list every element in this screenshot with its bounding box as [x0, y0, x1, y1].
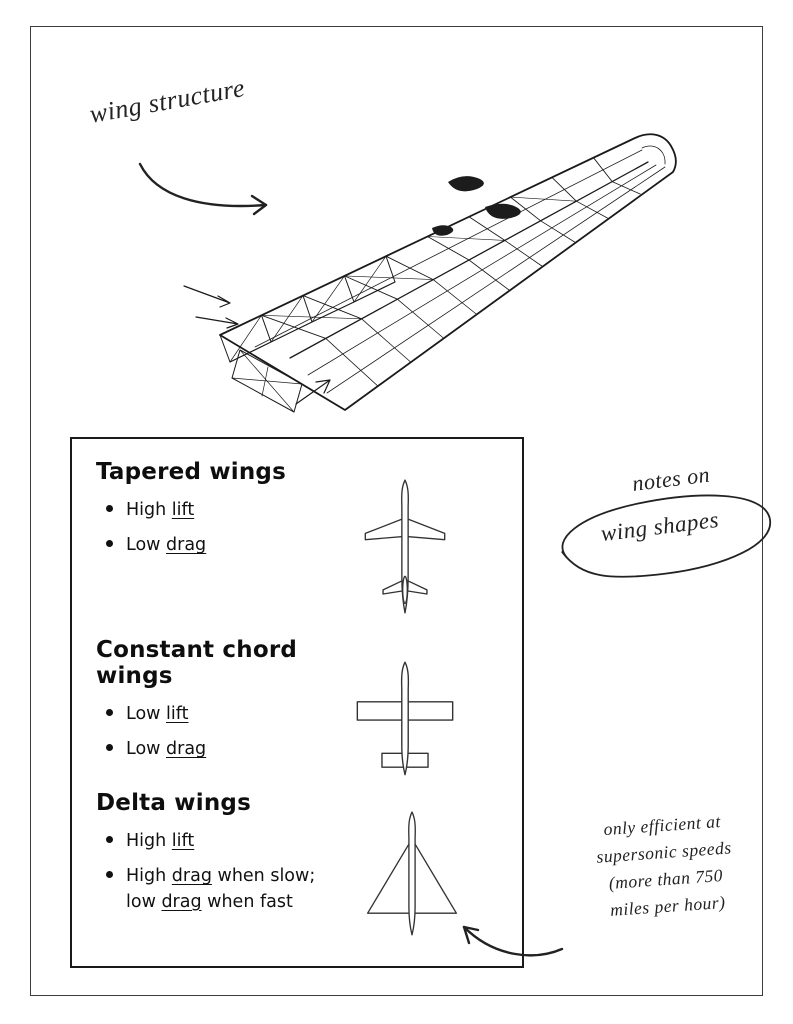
bullet-item: High lift [106, 498, 346, 523]
bullet-text: High lift [126, 500, 195, 520]
constant-chord-plane-icon [356, 661, 454, 776]
section-delta-wings: Delta wings High lift High drag when slo… [96, 790, 354, 925]
bullet-dot [106, 871, 113, 879]
side-note-loop-icon [561, 494, 772, 578]
bullet-dot [106, 836, 113, 843]
wing-shapes-notes-box: Tapered wings High lift Low drag Constan… [70, 437, 524, 968]
wing-structure-arrow-icon [138, 162, 268, 216]
bullet-item: High lift [106, 829, 346, 854]
section-tapered-wings: Tapered wings High lift Low drag [96, 459, 354, 569]
bullet-text: High lift [126, 831, 195, 851]
section-title: Delta wings [96, 790, 251, 816]
section-title: Constant chord wings [96, 637, 298, 689]
section-constant-chord-wings: Constant chord wings Low lift Low drag [96, 637, 354, 773]
bullet-dot [106, 744, 113, 752]
supersonic-note: only efficient at supersonic speeds (mor… [548, 804, 781, 928]
delta-wings-plane-icon [366, 811, 458, 936]
bullet-dot [106, 540, 113, 548]
side-note: notes on wing shapes [534, 454, 787, 602]
bullet-text: High drag when slow;low drag when fast [126, 866, 316, 912]
bullet-text: Low drag [126, 739, 207, 760]
tapered-wings-plane-icon [364, 479, 446, 614]
bullet-item: Low drag [106, 533, 346, 558]
bullet-text: Low lift [126, 704, 189, 724]
wing-structure-drawing [183, 133, 677, 413]
bullet-item: Low drag [106, 737, 346, 762]
bullet-text: Low drag [126, 535, 207, 556]
bullet-dot [106, 505, 113, 512]
supersonic-note-arrow-icon [462, 925, 564, 957]
bullet-dot [106, 709, 113, 716]
section-title: Tapered wings [96, 459, 286, 485]
bullet-item: Low lift [106, 702, 346, 727]
bullet-item: High drag when slow;low drag when fast [106, 864, 346, 915]
